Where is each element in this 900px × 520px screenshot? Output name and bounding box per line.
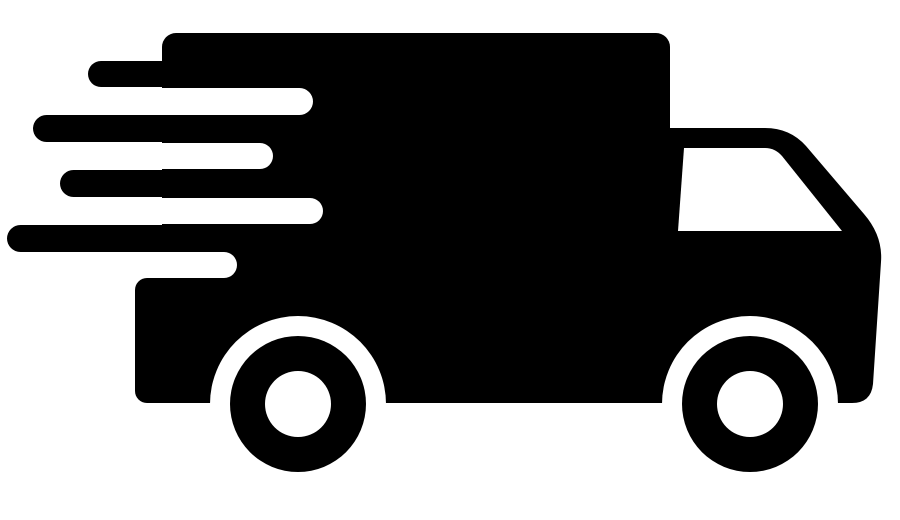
speed-gap xyxy=(120,88,313,115)
speed-gap xyxy=(120,143,273,169)
speed-line xyxy=(88,61,218,87)
speed-line xyxy=(33,115,213,142)
speed-gap xyxy=(110,252,237,278)
speed-line xyxy=(7,225,207,252)
speed-gaps xyxy=(110,88,323,278)
speed-gap xyxy=(120,198,323,224)
rear-wheel-hub xyxy=(265,371,331,437)
rear-wheel xyxy=(210,316,386,492)
cab-window xyxy=(678,148,842,231)
speed-line xyxy=(60,170,220,197)
front-wheel xyxy=(662,316,838,492)
front-wheel-hub xyxy=(717,371,783,437)
